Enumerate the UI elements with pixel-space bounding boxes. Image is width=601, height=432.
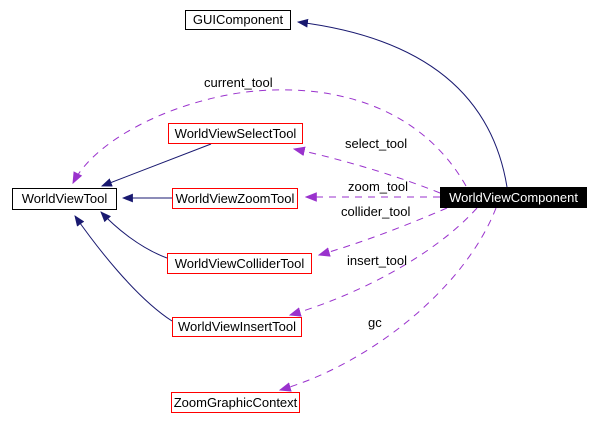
edge-inheritance-worldviewcollidertool-worldviewtool (100, 211, 168, 259)
edge-label-collider-tool: collider_tool (341, 204, 411, 219)
edge-usage-collider-tool (317, 207, 448, 257)
edge-inheritance-worldviewselecttool-worldviewtool (100, 143, 212, 187)
node-worldviewcomponent: WorldViewComponent (440, 187, 587, 208)
edge-usage-insert-tool (288, 207, 478, 317)
edge-label-gc: gc (368, 315, 382, 330)
node-worldviewtool[interactable]: WorldViewTool (12, 188, 117, 210)
node-worldviewzoomtool[interactable]: WorldViewZoomTool (172, 188, 298, 209)
node-worldviewinserttool[interactable]: WorldViewInsertTool (172, 317, 302, 337)
edge-usage-gc (278, 207, 497, 392)
node-zoomgraphiccontext[interactable]: ZoomGraphicContext (171, 392, 300, 413)
edge-inheritance-worldviewcomponent-guicomponent (296, 18, 508, 188)
edge-label-zoom-tool: zoom_tool (348, 179, 408, 194)
edge-label-select-tool: select_tool (345, 136, 408, 151)
edge-usage-current-tool (72, 89, 467, 187)
node-guicomponent[interactable]: GUIComponent (185, 10, 291, 30)
node-worldviewcollidertool[interactable]: WorldViewColliderTool (167, 253, 312, 274)
edge-label-current-tool: current_tool (204, 75, 273, 90)
edge-inheritance-worldviewinserttool-worldviewtool (74, 215, 173, 322)
edge-label-insert-tool: insert_tool (347, 253, 407, 268)
node-worldviewselecttool[interactable]: WorldViewSelectTool (168, 123, 303, 144)
edge-usage-select-tool (292, 146, 441, 194)
